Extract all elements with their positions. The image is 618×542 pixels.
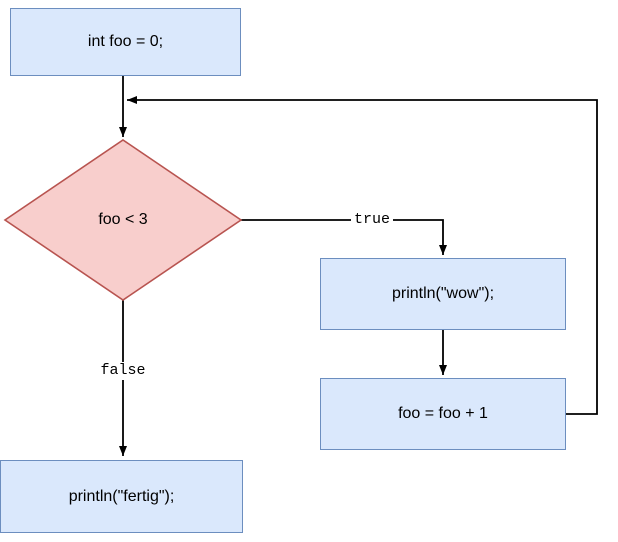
edge-label-true: true bbox=[350, 211, 394, 229]
node-wow: println("wow"); bbox=[320, 258, 566, 330]
node-start: int foo = 0; bbox=[10, 8, 241, 76]
node-start-label: int foo = 0; bbox=[87, 33, 164, 50]
decision-diamond bbox=[3, 139, 243, 301]
edge-condition-true bbox=[241, 219, 447, 255]
node-increment-label: foo = foo + 1 bbox=[398, 405, 488, 422]
node-wow-label: println("wow"); bbox=[391, 285, 495, 302]
node-done-label: println("fertig"); bbox=[68, 487, 175, 505]
node-increment: foo = foo + 1 bbox=[320, 378, 566, 450]
edge-increment-loopback bbox=[127, 96, 598, 415]
edge-label-false: false bbox=[97, 362, 149, 380]
node-done: println("fertig"); bbox=[0, 460, 243, 533]
